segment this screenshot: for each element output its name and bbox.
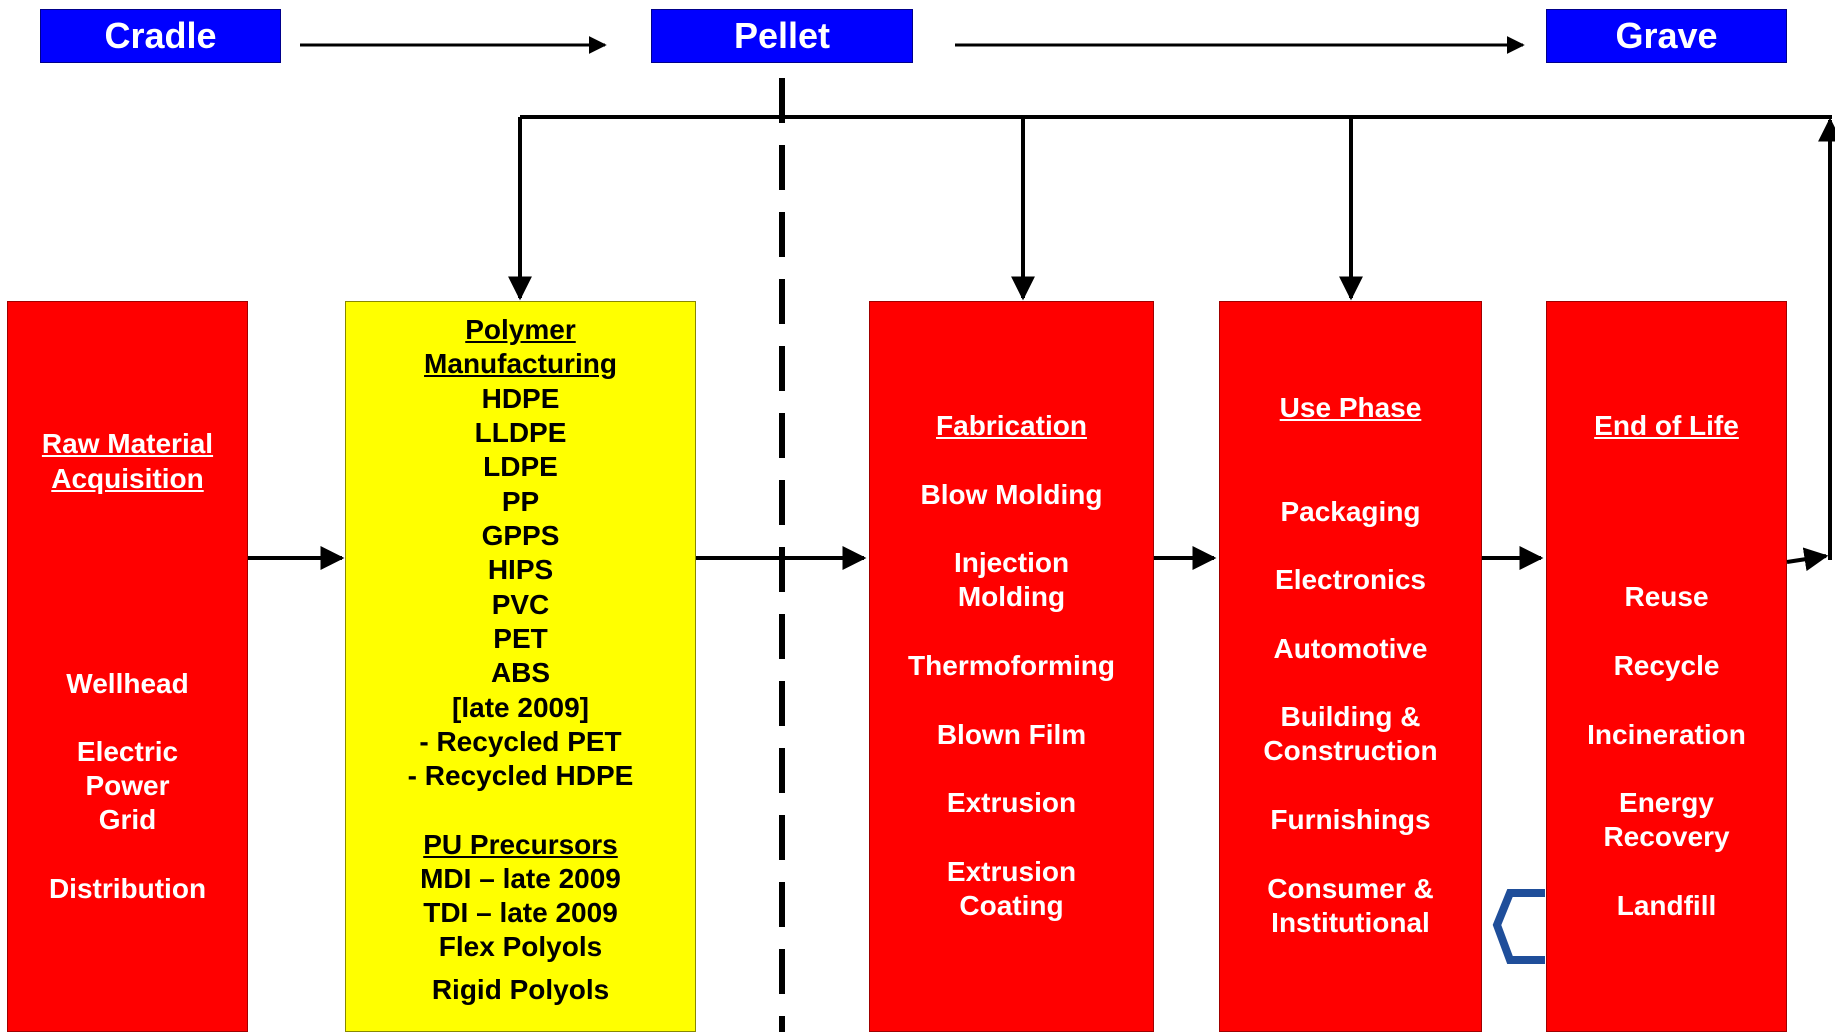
use-phase-title: Use Phase: [1279, 392, 1422, 423]
end-of-life-item: Recycle: [1613, 650, 1720, 681]
use-phase-item: Consumer &: [1267, 873, 1434, 904]
use-phase-item: Construction: [1263, 735, 1438, 766]
polymer-item: PET: [493, 623, 548, 654]
polymer-title-line-2: Manufacturing: [424, 348, 617, 379]
use-phase-item: Electronics: [1275, 564, 1426, 595]
stage-pellet: Pellet: [651, 9, 913, 63]
stage-cradle: Cradle: [40, 9, 281, 63]
end-of-life-title: End of Life: [1594, 410, 1739, 441]
use-phase-item: Packaging: [1280, 496, 1421, 527]
use-phase-item: Automotive: [1273, 633, 1428, 664]
raw-material-column: Raw Material Acquisition Wellhead Electr…: [7, 301, 248, 1032]
raw-title-line-1: Raw Material: [41, 428, 214, 459]
end-of-life-item: Landfill: [1616, 890, 1717, 921]
polymer-item: GPPS: [481, 520, 560, 551]
polymer-item: ABS: [490, 657, 551, 688]
polymer-item: LDPE: [483, 451, 558, 482]
end-of-life-item: Recovery: [1603, 821, 1730, 852]
polymer-item: PVC: [491, 589, 550, 620]
fabrication-column: Fabrication Blow Molding Injection Moldi…: [869, 301, 1154, 1032]
polymer-item: LLDPE: [474, 417, 567, 448]
fabrication-item: Extrusion: [946, 787, 1077, 818]
end-of-life-column: End of Life Reuse Recycle Incineration E…: [1546, 301, 1787, 1032]
raw-title-line-2: Acquisition: [51, 463, 204, 494]
use-phase-column: Use Phase Packaging Electronics Automoti…: [1219, 301, 1482, 1032]
raw-item-grid: Grid: [98, 804, 157, 835]
hexagon-outline-decoration: [1492, 889, 1545, 964]
pu-item: MDI – late 2009: [420, 863, 621, 894]
end-of-life-item: Reuse: [1624, 581, 1709, 612]
use-phase-item: Building &: [1280, 701, 1421, 732]
end-of-life-item: Energy: [1619, 787, 1714, 818]
use-phase-item: Furnishings: [1270, 804, 1431, 835]
fabrication-item: Thermoforming: [908, 650, 1115, 681]
pu-item: Flex Polyols: [438, 931, 603, 962]
stage-grave: Grave: [1546, 9, 1787, 63]
fabrication-item: Blow Molding: [920, 479, 1103, 510]
polymer-item: - Recycled HDPE: [407, 760, 634, 791]
fabrication-item: Molding: [957, 581, 1066, 612]
polymer-item: HIPS: [487, 554, 554, 585]
fabrication-item: Coating: [959, 890, 1064, 921]
polymer-item: HDPE: [481, 383, 560, 414]
polymer-item: - Recycled PET: [419, 726, 622, 757]
polymer-title-line-1: Polymer: [465, 314, 576, 345]
fabrication-item: Injection: [953, 547, 1070, 578]
end-of-life-item: Incineration: [1587, 719, 1746, 750]
pu-item: TDI – late 2009: [423, 897, 618, 928]
raw-item-power: Power: [85, 770, 170, 801]
fabrication-item: Extrusion: [946, 856, 1077, 887]
polymer-column: Polymer Manufacturing HDPE LLDPE LDPE PP…: [345, 301, 696, 1032]
raw-item-electric: Electric: [76, 736, 179, 767]
pu-item: Rigid Polyols: [431, 974, 610, 1005]
pu-precursors-title: PU Precursors: [423, 829, 618, 860]
polymer-item: [late 2009]: [452, 692, 589, 723]
arrow-endoflife-out: [1786, 547, 1829, 572]
raw-item-wellhead: Wellhead: [66, 668, 189, 699]
polymer-item: PP: [501, 486, 540, 517]
fabrication-title: Fabrication: [936, 410, 1087, 441]
use-phase-item: Institutional: [1271, 907, 1430, 938]
fabrication-item: Blown Film: [936, 719, 1087, 750]
raw-item-distribution: Distribution: [48, 873, 207, 904]
